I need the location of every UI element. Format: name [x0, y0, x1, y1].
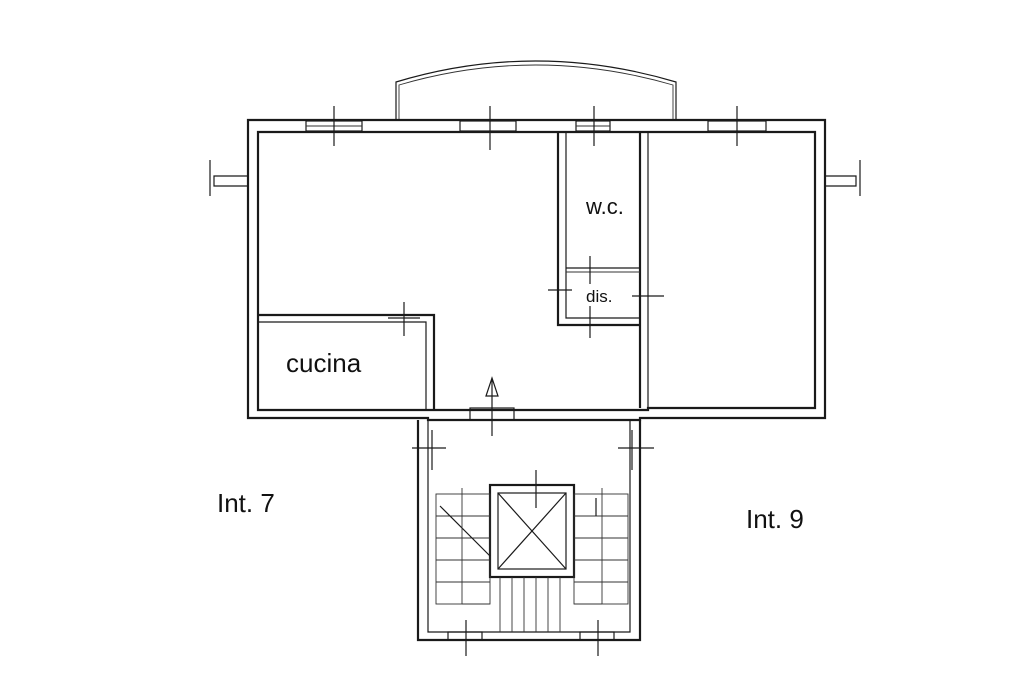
stair-core [412, 420, 654, 656]
entrance-door [469, 376, 515, 436]
axis-ticks [333, 106, 738, 338]
top-bay [395, 60, 677, 120]
label-dis: dis. [586, 287, 612, 306]
label-int9: Int. 9 [746, 504, 804, 534]
label-wc: w.c. [585, 194, 624, 219]
side-stubs [209, 160, 861, 196]
label-int7: Int. 7 [217, 488, 275, 518]
stair-treads [435, 488, 629, 632]
label-cucina: cucina [286, 348, 362, 378]
interior-walls [258, 132, 649, 410]
